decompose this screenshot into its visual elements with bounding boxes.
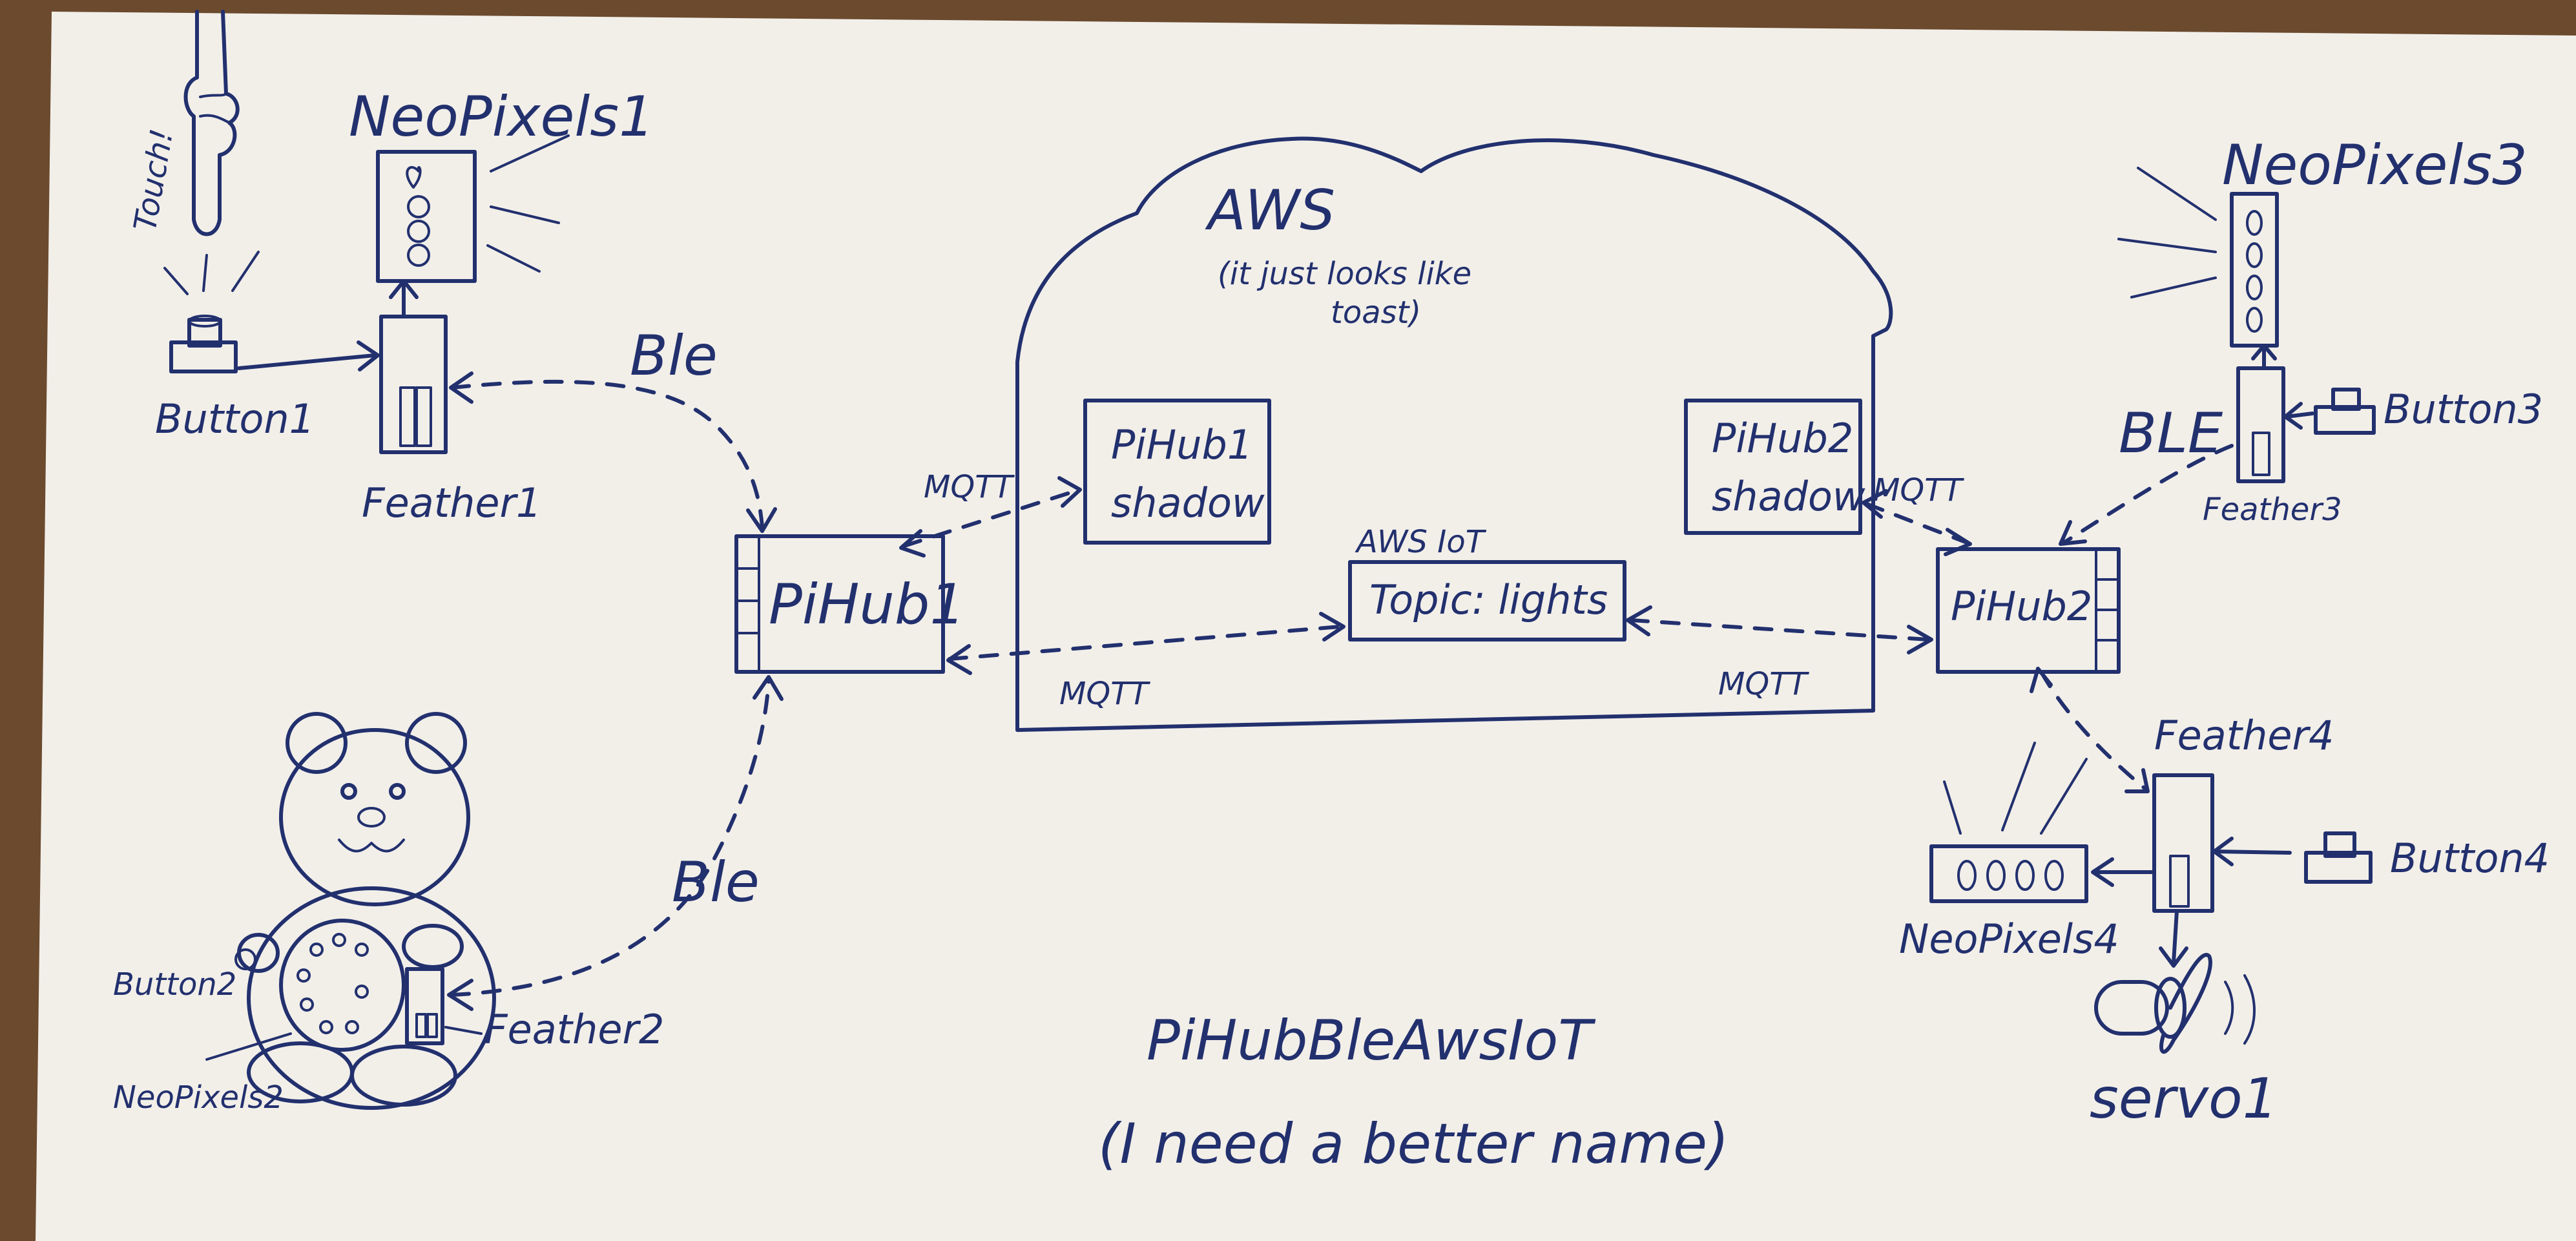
aws-cloud-subtitle-2: toast) (1331, 295, 1421, 331)
aws-cloud-subtitle-1: (it just looks like (1218, 256, 1471, 292)
neopixels3 (2230, 192, 2279, 348)
feather3-label: Feather3 (2203, 492, 2342, 528)
edge-pihub2-topic (1629, 618, 1930, 641)
feather1-label: Feather1 (362, 479, 542, 527)
feather3 (2236, 366, 2285, 483)
pihub1-shadow-label-2: shadow (1111, 479, 1265, 527)
edge-pihub1-shadow (902, 489, 1077, 548)
button3-label: Button3 (2384, 386, 2543, 433)
topic-lights: AWS IoT Topic: lights (1348, 524, 1626, 641)
edge-label-mqtt-2: MQTT (1059, 676, 1151, 712)
footer-title: PiHubBleAwsIoT (1147, 1008, 1596, 1073)
pihub2-label: PiHub2 (1951, 583, 2092, 630)
edge-label-mqtt-3: MQTT (1873, 472, 1965, 508)
neopixels3-label: NeoPixels3 (2222, 133, 2528, 198)
edge-feather1-pihub1 (450, 379, 764, 528)
edge-label-mqtt-4: MQTT (1718, 666, 1810, 702)
neopixels2-label: NeoPixels2 (113, 1079, 284, 1116)
topic-lights-label: Topic: lights (1369, 576, 1608, 623)
pihub1-shadow: PiHub1 shadow (1083, 399, 1271, 545)
pihub2: PiHub2 (1936, 547, 2121, 674)
footer-subtitle: (I need a better name) (1098, 1112, 1729, 1176)
edge-button3-feather3 (2285, 412, 2314, 419)
button3-icon (2314, 388, 2376, 435)
edge-feather2-pihub1 (450, 680, 771, 997)
edge-label-ble-2: Ble (672, 850, 760, 915)
edge-label-ble-3: BLE (2119, 401, 2223, 466)
edge-pihub2-feather4 (2039, 670, 2146, 790)
button4-icon (2304, 831, 2373, 884)
button1-label: Button1 (155, 395, 315, 443)
edge-button4-feather4 (2214, 850, 2292, 855)
pihub2-shadow-label-2: shadow (1712, 473, 1865, 520)
edge-label-ble-1: Ble (630, 324, 718, 388)
edge-button1-feather1 (237, 353, 377, 370)
neopixels4-label: NeoPixels4 (1899, 915, 2119, 963)
edge-pihub1-topic (948, 625, 1342, 661)
feather1 (379, 315, 448, 454)
edge-feather3-pihub2 (2062, 444, 2234, 545)
pihub1-label: PiHub1 (769, 572, 965, 637)
pihub2-shadow: PiHub2 shadow (1684, 399, 1865, 535)
servo1-label: servo1 (2090, 1067, 2278, 1131)
neopixels1-label: NeoPixels1 (349, 85, 654, 149)
paper-sheet (36, 12, 2576, 1241)
edge-pihub2-shadow (1865, 502, 1969, 545)
finger-icon (183, 10, 240, 236)
pihub1: PiHub1 (734, 534, 965, 674)
button2-label: Button2 (113, 966, 236, 1003)
feather4-label: Feather4 (2154, 712, 2334, 759)
teddy-bear-icon (237, 712, 496, 1110)
servo1-icon (2094, 953, 2256, 1054)
pihub1-shadow-label-1: PiHub1 (1111, 421, 1252, 468)
feather2 (405, 967, 444, 1045)
aws-cloud-outline (1015, 136, 1893, 732)
feather4 (2152, 773, 2214, 913)
button4-label: Button4 (2390, 835, 2550, 882)
aws-cloud-title: AWS (1205, 178, 1335, 243)
edge-label-mqtt-1: MQTT (924, 469, 1015, 505)
edge-feather4-servo1 (2172, 909, 2179, 965)
neopixels1 (376, 150, 477, 283)
button1-icon (169, 315, 238, 373)
neopixels4 (1929, 844, 2088, 903)
aws-iot-label: AWS IoT (1355, 524, 1487, 560)
feather2-label: Feather2 (484, 1006, 665, 1053)
pihub2-shadow-label-1: PiHub2 (1712, 415, 1853, 462)
